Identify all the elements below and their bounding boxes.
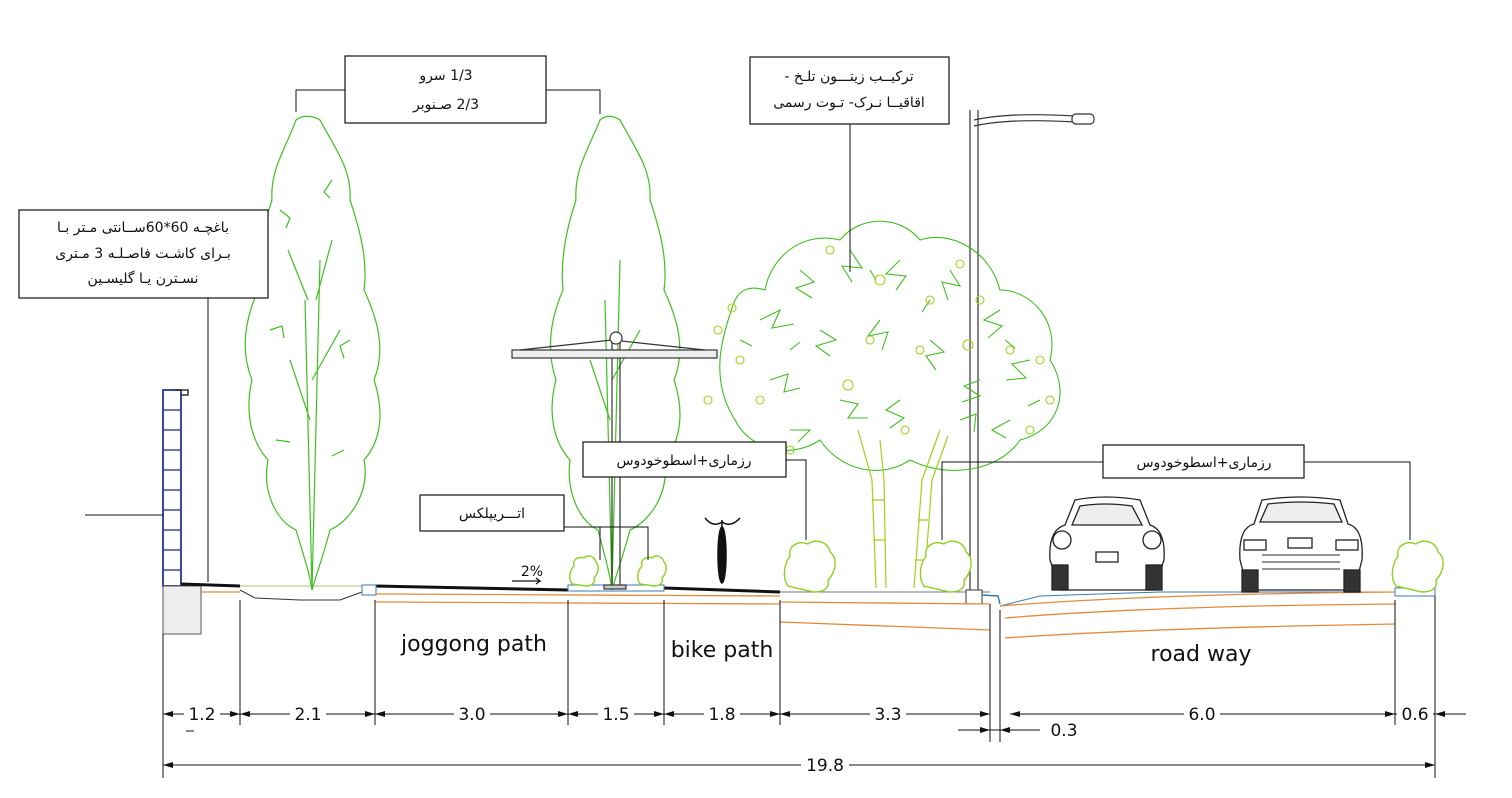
car-left <box>1049 496 1165 591</box>
label-rosemary-left-text: رزماری+اسطوخودوس <box>616 453 751 469</box>
label-rosemary-left: رزماری+اسطوخودوس <box>582 441 787 478</box>
dim-total: 19.8 <box>806 756 844 776</box>
shrubs <box>569 540 1444 593</box>
dim-5: 1.8 <box>708 705 735 725</box>
leader-lines <box>207 89 1411 582</box>
label-mixed-trees-line1: ترکیــب زیتـــون تلـخ - <box>784 69 913 85</box>
label-garden: باغچـه 60*60ســانتی مـتر بـا بـرای کاشـت… <box>18 209 269 299</box>
label-cypress-pine: 1/3 سرو 2/3 صـنوبر <box>344 55 547 124</box>
jogging-path-label: joggong path <box>400 632 547 657</box>
dim-9: 0.6 <box>1401 705 1428 725</box>
soil-layers <box>201 591 1396 639</box>
dim-6: 3.3 <box>874 705 901 725</box>
label-atriplex: اتـــریپلکس <box>419 494 565 532</box>
label-atriplex-text: اتـــریپلکس <box>459 506 525 522</box>
label-rosemary-right: رزماری+اسطوخودوس <box>1102 444 1305 479</box>
label-garden-line2: بـرای کاشـت فاصـلـه 3 مـتری <box>55 246 231 262</box>
bicycle <box>704 517 741 584</box>
label-mixed-trees-line2: اقاقیــا نـرک- تـوت رسمی <box>773 95 925 111</box>
label-mixed-trees: ترکیــب زیتـــون تلـخ - اقاقیــا نـرک- ت… <box>749 56 950 125</box>
slope-text: 2% <box>521 564 543 580</box>
round-tree-canopy <box>703 220 1061 471</box>
dim-7: 0.3 <box>1050 721 1077 741</box>
pedestrian-lamp <box>511 331 718 590</box>
bike-path-label: bike path <box>671 638 774 663</box>
dim-2: 2.1 <box>294 705 321 725</box>
dim-8: 6.0 <box>1188 705 1215 725</box>
poplar-tree-left <box>244 115 381 591</box>
dim-4: 1.5 <box>602 705 629 725</box>
label-pine-text: 2/3 صـنوبر <box>412 97 479 113</box>
label-rosemary-right-text: رزماری+اسطوخودوس <box>1136 455 1271 471</box>
road-way-label: road way <box>1151 642 1252 667</box>
dim-1: 1.2 <box>188 705 215 725</box>
dimension-extension-lines <box>162 596 1436 778</box>
car-right <box>1239 496 1363 593</box>
slope-marker: 2% <box>512 564 543 585</box>
label-cypress-text: 1/3 سرو <box>418 68 472 84</box>
dim-3: 3.0 <box>458 705 485 725</box>
label-garden-line3: نسـترن یـا گلیسـین <box>88 270 199 287</box>
dimension-labels: 1.2 2.1 3.0 1.5 1.8 3.3 0.3 6.0 0.6 19.8 <box>184 704 1433 776</box>
boundary-wall <box>85 389 202 635</box>
label-garden-line1: باغچـه 60*60ســانتی مـتر بـا <box>57 220 229 236</box>
dimension-arrows <box>163 711 1445 768</box>
